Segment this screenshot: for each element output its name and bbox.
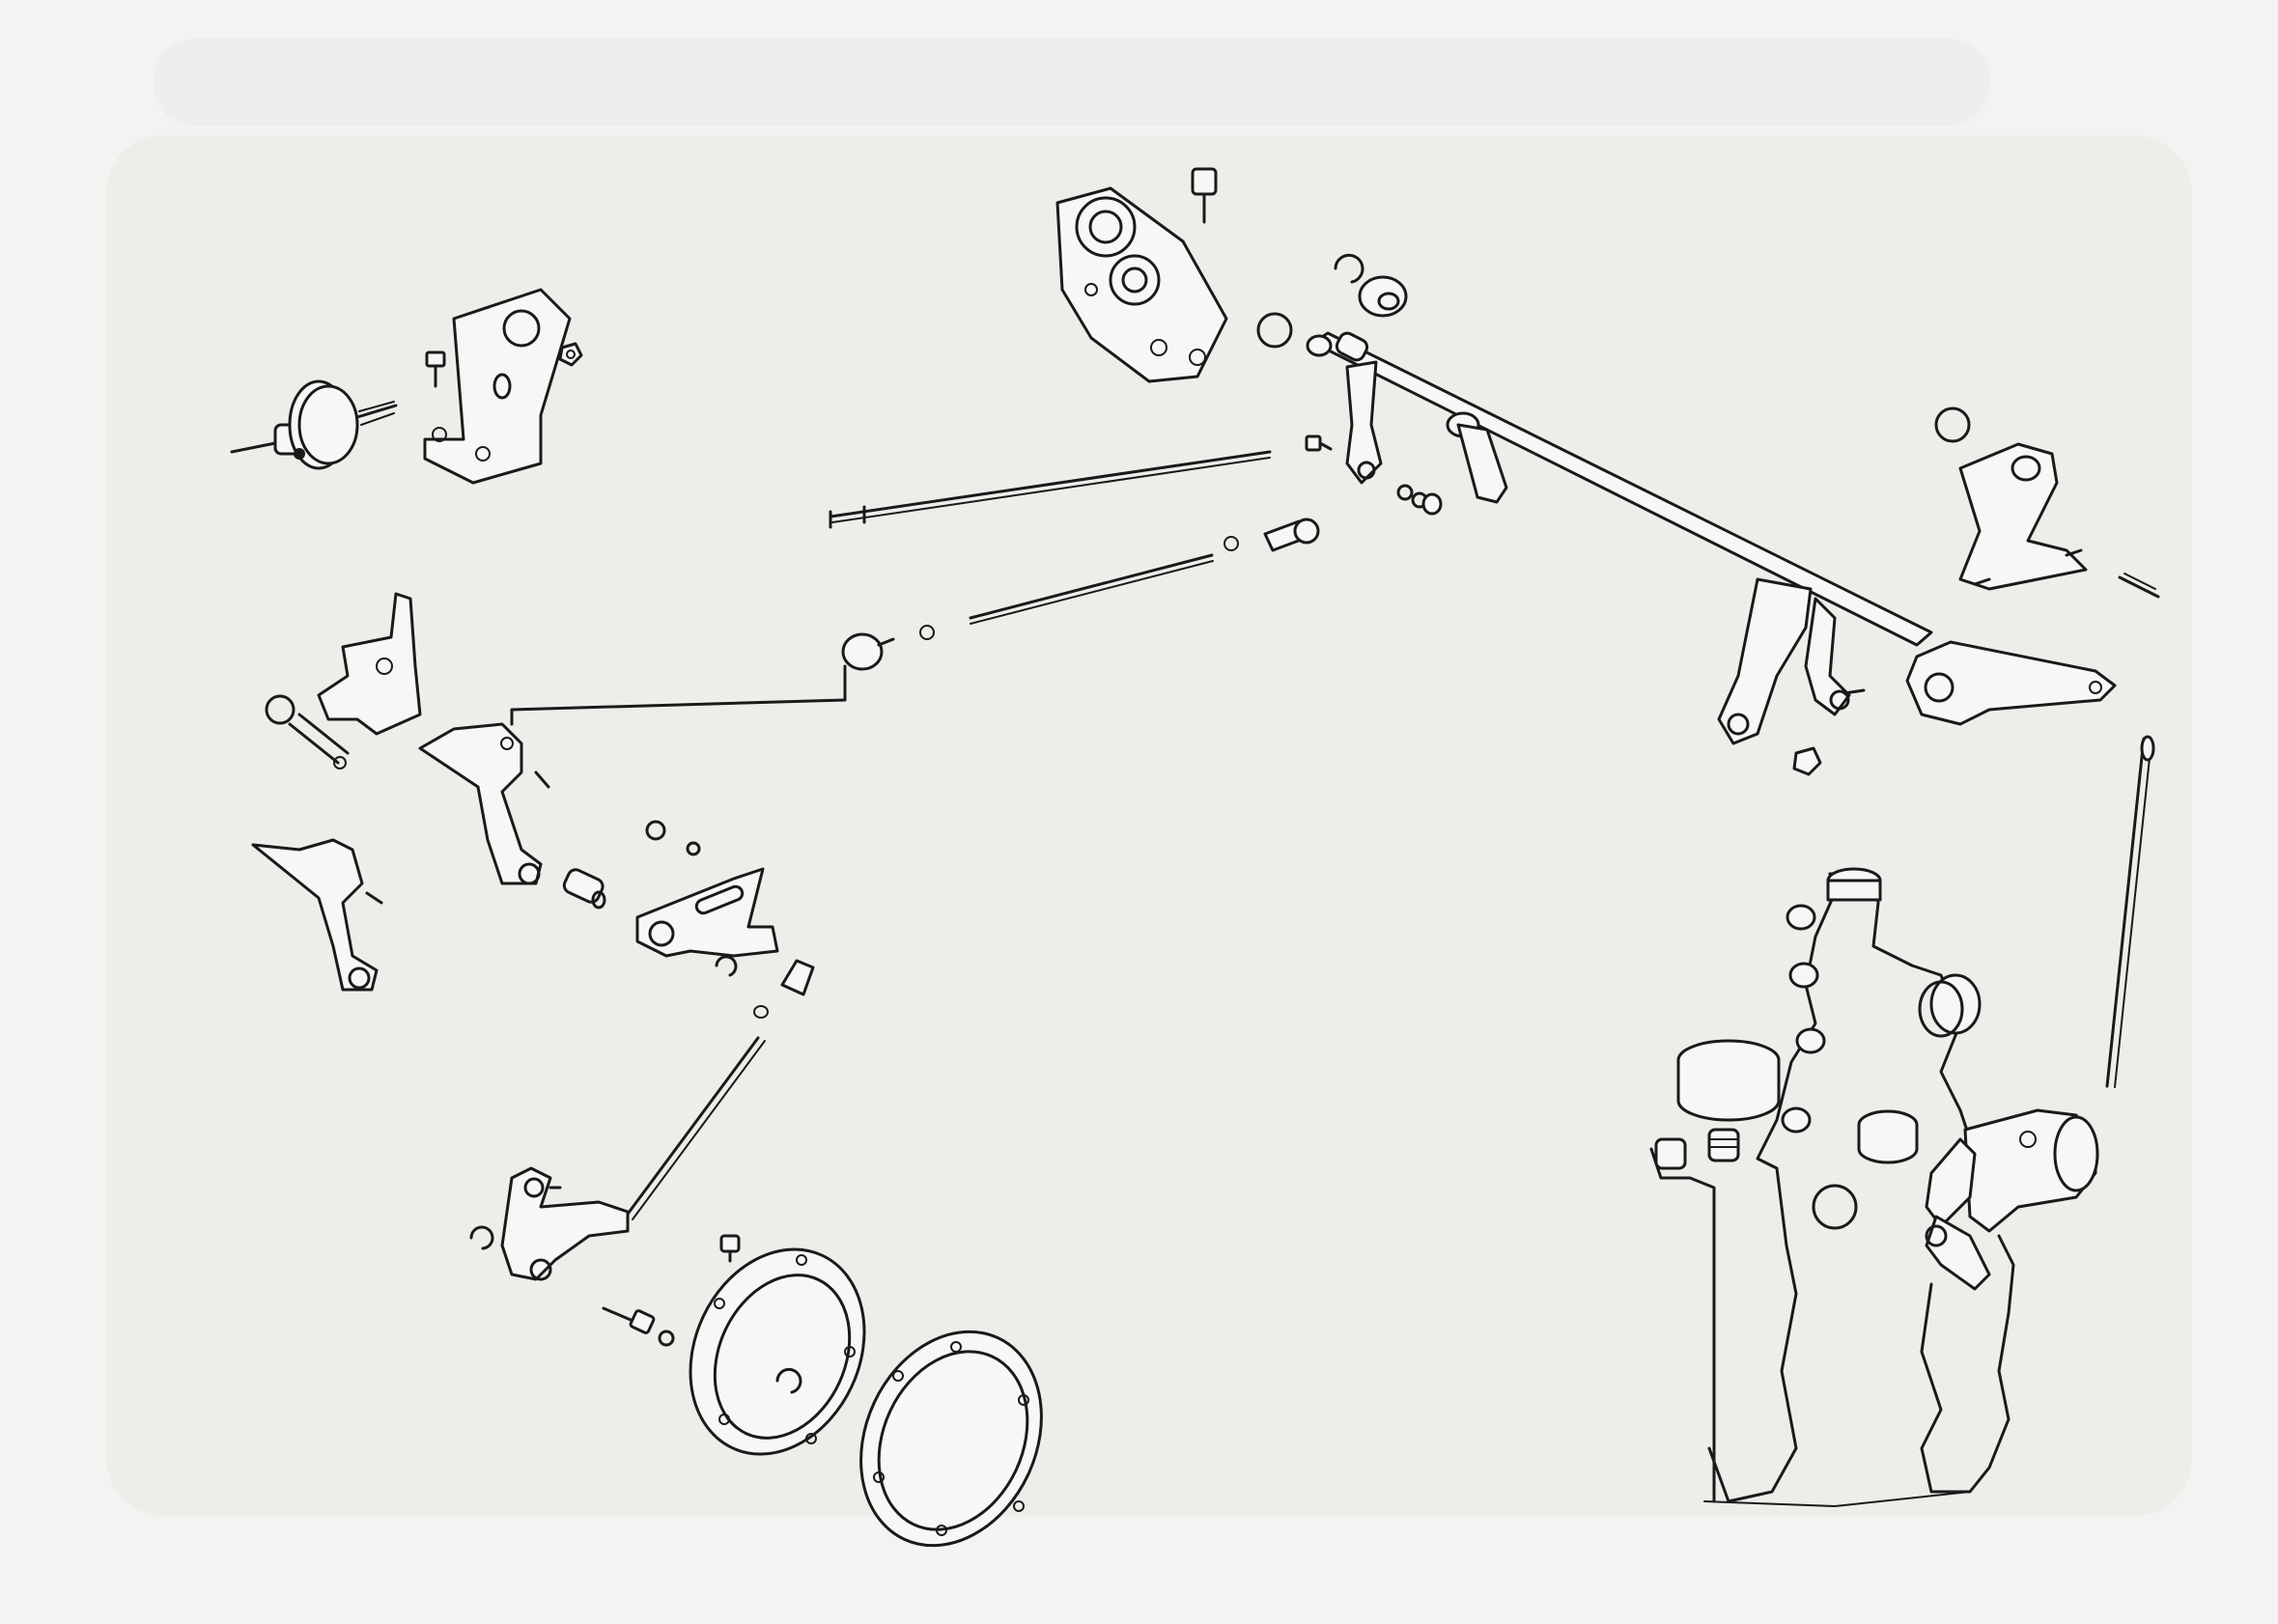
- relay-arm: [1958, 442, 2088, 591]
- small-washer-pair: [645, 820, 701, 856]
- rod-end-upper: [1223, 518, 1320, 552]
- grease-nipple: [1305, 434, 1333, 452]
- breather-cap-right: [1918, 973, 1982, 1038]
- circlip-lower: [715, 955, 738, 977]
- small-washers: [1396, 484, 1443, 516]
- filler-cap-large: [1676, 1039, 1781, 1122]
- idler-lever-lower: [251, 838, 383, 992]
- erasure-marks: [106, 39, 2192, 1516]
- lower-bellcrank: [500, 1166, 630, 1281]
- lever-nut: [1792, 746, 1822, 776]
- output-lever: [1905, 640, 2117, 726]
- upper-control-rod: [829, 450, 1272, 529]
- bracket-bolt: [425, 350, 446, 388]
- support-bracket: [423, 288, 572, 485]
- cover-plate: [689, 1247, 866, 1456]
- adjusting-rod: [969, 553, 1214, 625]
- link-wire: [510, 664, 847, 726]
- selector-actuator: [1925, 1108, 2099, 1291]
- shaft-bushing: [1358, 275, 1408, 318]
- slotted-bellcrank: [635, 867, 779, 958]
- ball-socket: [841, 625, 935, 671]
- circlip-upper: [1334, 253, 1364, 284]
- upper-bellcrank-bracket: [265, 592, 422, 770]
- threaded-stud-right: [2118, 573, 2160, 599]
- vertical-pull-rod: [2105, 735, 2155, 1088]
- shaft-lever-mid: [1456, 423, 1508, 504]
- bracket-nut: [558, 342, 583, 367]
- housing-bolt: [1191, 167, 1218, 224]
- idler-lever-upper: [418, 722, 550, 885]
- circlip-bottom: [469, 1225, 494, 1250]
- retaining-ring-right: [1934, 406, 1971, 443]
- drain-plugs: [1654, 1128, 1740, 1170]
- adjuster-screw: [602, 1306, 675, 1347]
- cover-gasket: [859, 1330, 1043, 1548]
- pivot-housing-block: [1055, 186, 1228, 383]
- shaft-lever-left: [1345, 360, 1383, 485]
- cover-screw: [719, 1234, 741, 1263]
- port-cap-lower: [1812, 1109, 1919, 1230]
- rubber-mount-isolator: [230, 379, 398, 470]
- spacer-tube: [562, 868, 606, 910]
- shaft-fork-assembly: [1717, 577, 1866, 745]
- rod-end-lower: [753, 959, 815, 1019]
- lower-link-rod: [624, 1036, 766, 1220]
- retaining-ring-left: [1256, 312, 1293, 349]
